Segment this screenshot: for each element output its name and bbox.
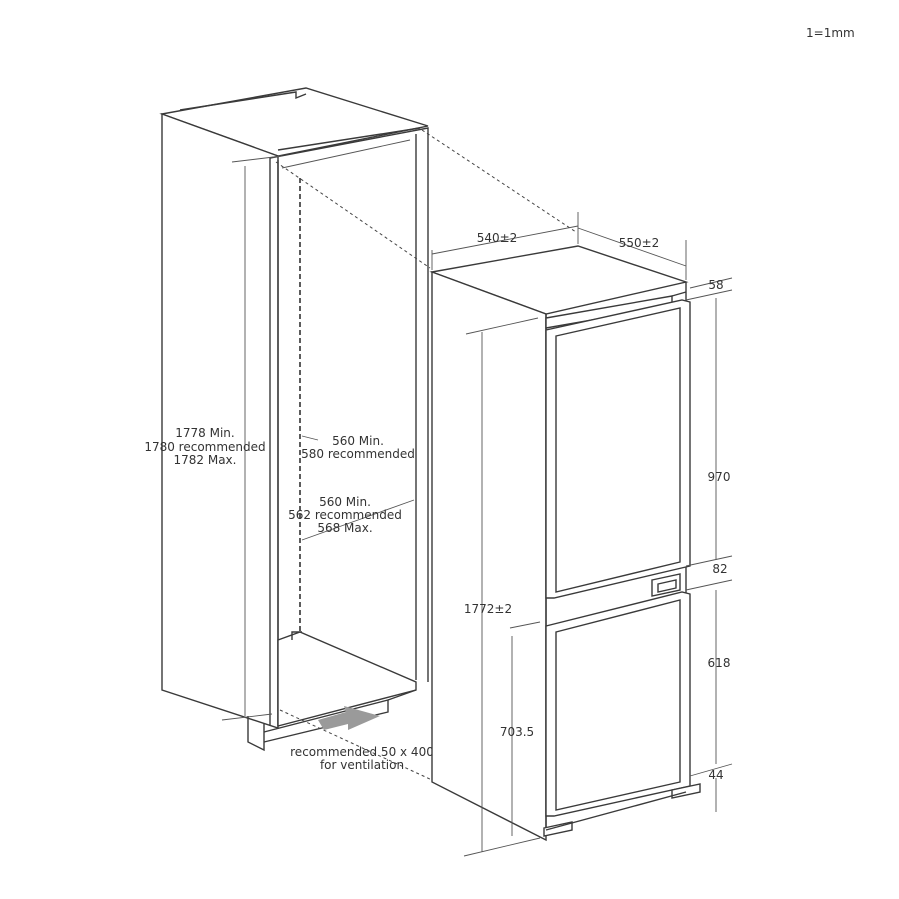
svg-text:580 recommended: 580 recommended: [301, 447, 415, 461]
svg-text:562 recommended: 562 recommended: [288, 508, 402, 522]
scale-label: 1=1mm: [806, 26, 855, 40]
svg-text:560 Min.: 560 Min.: [332, 434, 384, 448]
niche-height-label: 1778 Min. 1780 recommended 1782 Max.: [144, 426, 265, 467]
width-label: 550±2: [619, 236, 660, 250]
dim-gap-label: 82: [712, 562, 727, 576]
svg-text:560 Min.: 560 Min.: [319, 495, 371, 509]
dim-top-label: 58: [708, 278, 723, 292]
svg-text:for ventilation: for ventilation: [320, 758, 404, 772]
svg-text:1782 Max.: 1782 Max.: [174, 453, 237, 467]
svg-text:568 Max.: 568 Max.: [317, 521, 372, 535]
ventilation-arrow-icon: [318, 706, 380, 730]
fridge-appliance: [429, 245, 701, 842]
total-height-label: 1772±2: [464, 602, 512, 616]
fridge-side: [431, 270, 547, 842]
svg-text:recommended 50 x 400: recommended 50 x 400: [290, 745, 434, 759]
appliance-dimension-lines: [431, 212, 733, 857]
dim-upper-door-label: 970: [708, 470, 731, 484]
lower-door-height-label: 703.5: [500, 725, 534, 739]
dim-bottom-label: 44: [708, 768, 723, 782]
niche-cabinet: [159, 87, 429, 752]
svg-text:1778 Min.: 1778 Min.: [175, 426, 234, 440]
ventilation-label: recommended 50 x 400 for ventilation: [290, 745, 434, 772]
dim-lower-door-label: 618: [708, 656, 731, 670]
depth-label: 540±2: [477, 231, 518, 245]
niche-depth-label: 560 Min. 580 recommended: [301, 434, 415, 461]
svg-text:1780 recommended: 1780 recommended: [144, 440, 265, 454]
niche-side-panel: [161, 113, 279, 729]
niche-width-label: 560 Min. 562 recommended 568 Max.: [288, 495, 402, 535]
